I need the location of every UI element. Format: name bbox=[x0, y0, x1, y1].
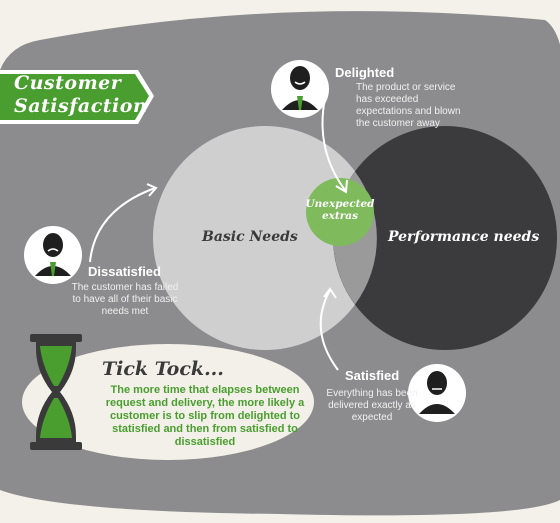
title-line-1: Customer bbox=[14, 72, 122, 94]
satisfied-label: Satisfied bbox=[345, 368, 400, 383]
tick-tock-oval bbox=[22, 344, 314, 460]
tick-tock-body: The more time that elapses between reque… bbox=[105, 384, 305, 448]
delighted-desc: The product or service has exceeded expe… bbox=[356, 82, 461, 129]
title-line-2: Satisfaction bbox=[14, 95, 148, 117]
title-badge-inner bbox=[0, 74, 149, 120]
basic-needs-circle bbox=[153, 126, 377, 350]
unexpected-extras-label: Unexpected extras bbox=[305, 198, 375, 222]
arrow-dissatisfied-to-basic bbox=[89, 183, 158, 263]
dissatisfied-face-icon bbox=[24, 226, 82, 284]
hourglass-icon bbox=[30, 334, 82, 450]
performance-needs-circle bbox=[333, 126, 557, 350]
satisfied-face-icon bbox=[408, 364, 466, 422]
arrow-delighted-to-extras bbox=[321, 97, 348, 194]
dissatisfied-label: Dissatisfied bbox=[88, 264, 161, 279]
arrow-satisfied-to-overlap bbox=[319, 287, 339, 371]
dissatisfied-desc: The customer has failed to have all of t… bbox=[71, 282, 179, 317]
tick-tock-title: Tick Tock... bbox=[102, 358, 224, 380]
delighted-face-icon bbox=[271, 60, 329, 118]
satisfied-desc: Everything has been delivered exactly as… bbox=[326, 388, 418, 423]
delighted-label: Delighted bbox=[335, 65, 395, 80]
performance-needs-label: Performance needs bbox=[388, 229, 540, 245]
basic-needs-label: Basic Needs bbox=[202, 229, 298, 245]
unexpected-extras-circle bbox=[306, 178, 374, 246]
